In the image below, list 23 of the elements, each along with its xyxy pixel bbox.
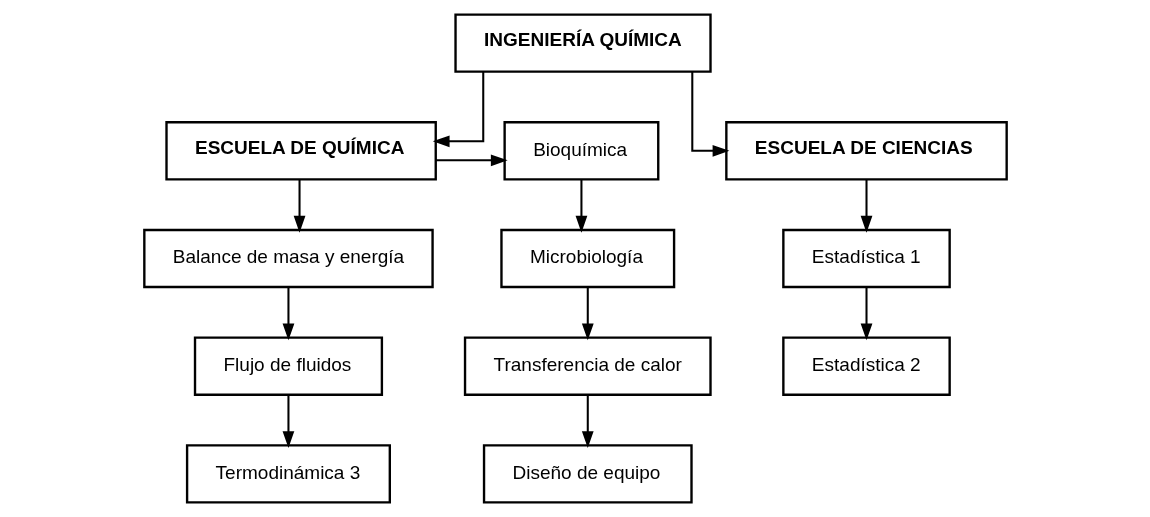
node-box: Estadística 2 [781,336,951,396]
node-box: ESCUELA DE QUÍMICA [164,121,437,181]
node-box: Flujo de fluidos [193,336,383,396]
node-box: Estadística 1 [781,228,951,289]
node-box: ESCUELA DE CIENCIAS [724,121,1008,181]
arrow [293,179,305,233]
arrow [282,395,294,449]
node-box: Balance de masa y energía [142,228,434,289]
node-box: Bioquímica [502,121,659,181]
arrow [860,179,872,233]
node-box: Microbiología [499,228,675,289]
node-box: INGENIERÍA QUÍMICA [453,13,712,73]
node-box: Diseño de equipo [482,444,693,504]
arrow [690,71,729,157]
node-box: Transferencia de calor [463,336,712,396]
arrow [435,154,508,167]
arrow [575,179,587,233]
arrow [282,287,294,341]
arrow [581,287,594,341]
node-box: Termodinámica 3 [185,444,391,504]
arrow [860,287,872,341]
arrow [432,72,484,148]
arrow [581,395,594,449]
